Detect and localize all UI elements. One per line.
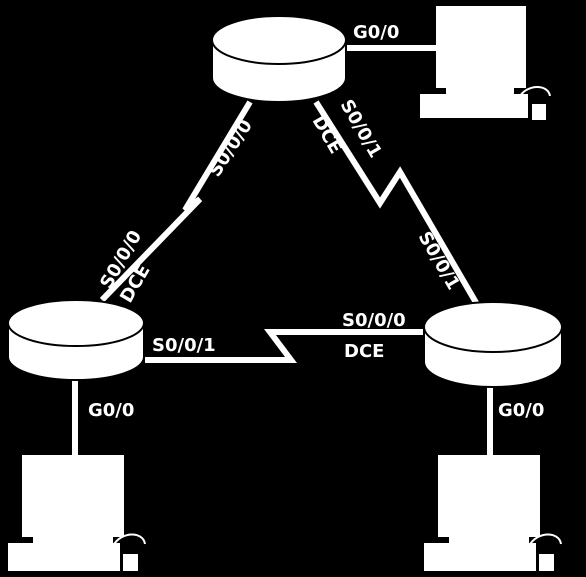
link-top-right-serial — [313, 100, 481, 308]
label-top-s000: S0/0/0 — [205, 116, 257, 181]
pc-icon — [424, 455, 562, 571]
pc-right[interactable] — [424, 455, 562, 571]
label-right-s000: S0/0/0 — [342, 310, 406, 331]
pc-left[interactable] — [8, 455, 146, 571]
router-top[interactable] — [211, 15, 347, 103]
label-right-g00: G0/0 — [498, 400, 544, 421]
pc-top[interactable] — [420, 6, 551, 120]
link-left-right-serial — [145, 329, 428, 363]
router-right[interactable] — [423, 301, 563, 388]
label-top-g00: G0/0 — [353, 22, 399, 43]
link-top-left-serial — [99, 100, 253, 303]
label-top-dce: DCE — [308, 112, 346, 158]
router-left[interactable] — [7, 299, 145, 381]
label-left-g00: G0/0 — [88, 400, 134, 421]
router-icon — [423, 301, 563, 388]
label-left-s001: S0/0/1 — [152, 335, 216, 356]
router-icon — [7, 299, 145, 381]
pc-icon — [420, 6, 551, 120]
label-top-s001: S0/0/1 — [336, 96, 386, 162]
router-icon — [211, 15, 347, 103]
pc-icon — [8, 455, 146, 571]
label-right-dce: DCE — [344, 341, 384, 362]
links — [72, 45, 493, 455]
